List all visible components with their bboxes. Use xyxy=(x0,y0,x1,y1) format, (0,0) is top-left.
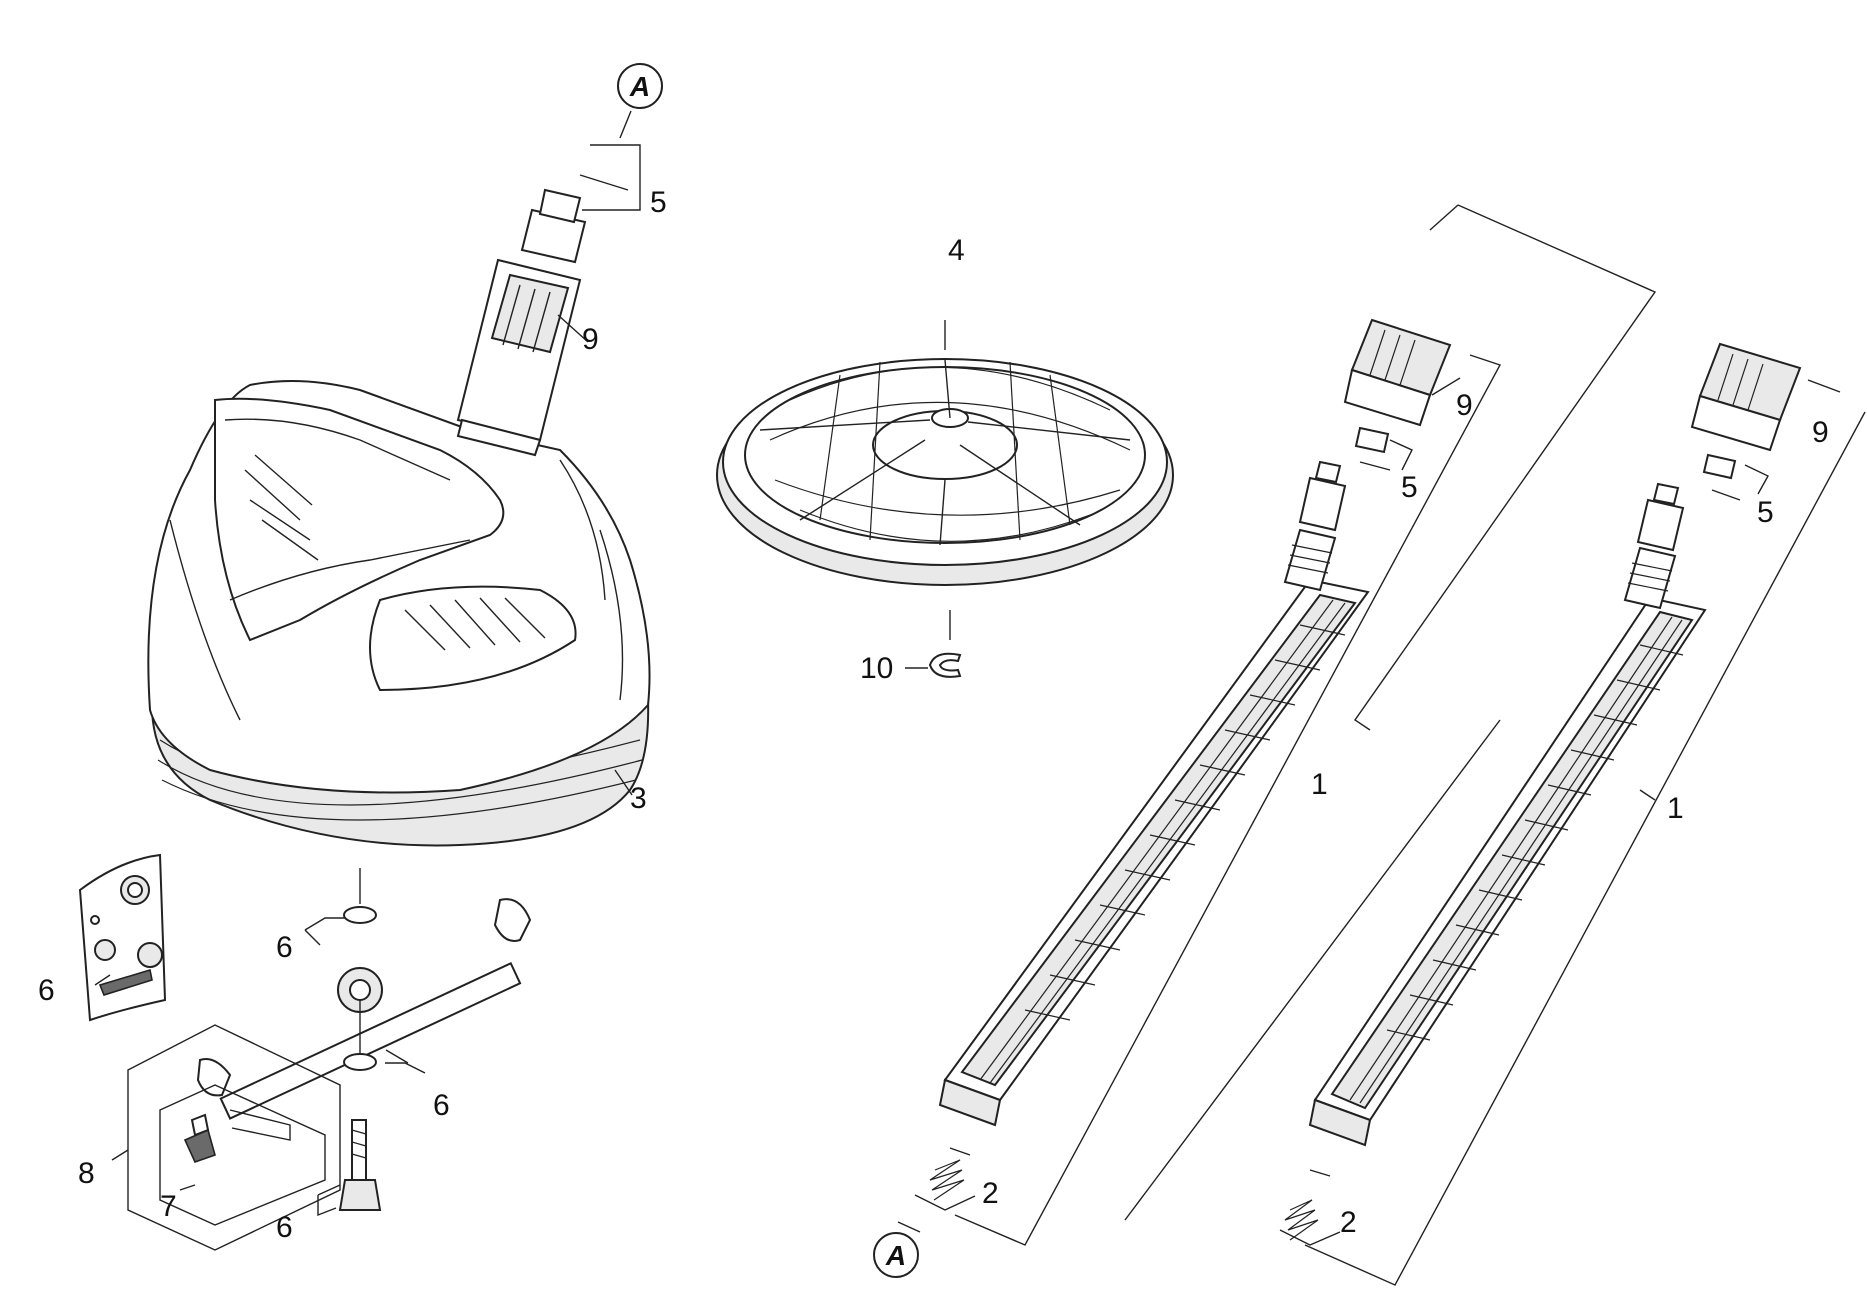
callout-3: 3 xyxy=(630,782,647,815)
callout-7: 7 xyxy=(160,1190,177,1223)
callout-6-upper: 6 xyxy=(276,931,293,964)
callout-2-right: 2 xyxy=(1340,1206,1357,1239)
callout-5-right: 5 xyxy=(1757,496,1774,529)
callout-6-mid: 6 xyxy=(433,1089,450,1122)
svg-text:A: A xyxy=(885,1240,906,1271)
callout-1-right: 1 xyxy=(1667,792,1684,825)
callout-9-mid: 9 xyxy=(1456,389,1473,422)
callout-6-plate: 6 xyxy=(38,974,55,1007)
svg-text:A: A xyxy=(629,71,650,102)
callout-5-mid: 5 xyxy=(1401,471,1418,504)
callout-5-left: 5 xyxy=(650,186,667,219)
extension-lance-middle xyxy=(929,318,1452,1201)
screw-plate xyxy=(78,853,167,1022)
callout-4: 4 xyxy=(948,234,965,267)
right-leader-lines xyxy=(897,204,1866,1286)
callout-6-lower: 6 xyxy=(276,1211,293,1244)
left-leader-lines xyxy=(94,110,641,1251)
callout-9-left: 9 xyxy=(582,323,599,356)
guard-disc xyxy=(716,320,1174,678)
callout-10: 10 xyxy=(860,652,893,685)
callout-a-bottom: A xyxy=(873,1232,919,1278)
callout-2-mid: 2 xyxy=(982,1177,999,1210)
callout-a-top: A xyxy=(617,63,663,109)
rotor-arm xyxy=(183,868,532,1211)
callout-8: 8 xyxy=(78,1157,95,1190)
callout-9-right: 9 xyxy=(1812,416,1829,449)
handle-tube-left xyxy=(456,188,587,457)
extension-lance-right xyxy=(1284,342,1802,1241)
surface-cleaner-housing xyxy=(147,380,651,847)
callout-1-mid: 1 xyxy=(1311,768,1328,801)
